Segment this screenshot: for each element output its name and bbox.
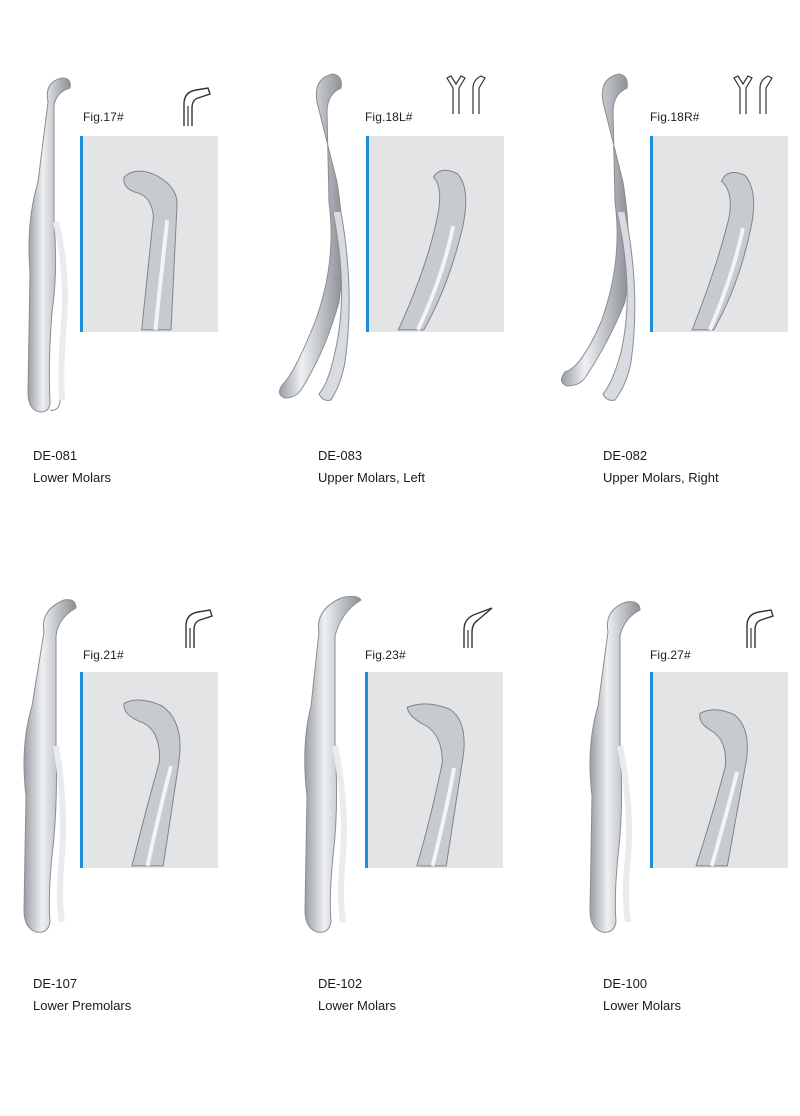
fig-label: Fig.17# [83, 110, 124, 124]
zoom-panel [80, 672, 218, 868]
product-name: Lower Molars [318, 998, 397, 1013]
product-name: Upper Molars, Right [603, 470, 719, 485]
fig-label: Fig.18L# [365, 110, 413, 124]
product-name: Lower Premolars [33, 998, 132, 1013]
product-code: DE-082 [603, 448, 648, 463]
product-code: DE-100 [603, 976, 648, 991]
product-card[interactable]: Fig.18R# DE-082 Upper Molars, Right [555, 72, 800, 592]
product-code: DE-107 [33, 976, 78, 991]
fig-label: Fig.27# [650, 648, 691, 662]
beak-single-hooked-icon [183, 87, 211, 126]
product-code: DE-083 [318, 448, 363, 463]
product-code: DE-102 [318, 976, 363, 991]
forceps-lower-image [304, 596, 362, 933]
beak-single-hooked-icon [746, 609, 774, 648]
beak-single-pointed-icon [463, 607, 493, 648]
zoom-panel [650, 136, 788, 332]
zoom-panel [80, 136, 218, 332]
product-card[interactable]: Fig.18L# DE-083 Upper Molars, Left [275, 72, 535, 592]
fig-label: Fig.18R# [650, 110, 700, 124]
forceps-lower-image [589, 601, 641, 933]
zoom-panel [366, 136, 504, 332]
beak-single-hooked-icon [185, 609, 213, 648]
product-card[interactable]: Fig.27# DE-100 Lower Molars [568, 596, 800, 1116]
beak-pair-right-icon [733, 75, 773, 114]
product-code: DE-081 [33, 448, 78, 463]
product-card[interactable]: Fig.17# DE-081 Lower Molars [10, 72, 270, 592]
product-name: Lower Molars [603, 998, 682, 1013]
product-card[interactable]: Fig.23# DE-102 Lower Molars [285, 596, 545, 1116]
beak-pair-left-icon [446, 75, 486, 114]
product-name: Lower Molars [33, 470, 112, 485]
product-card[interactable]: Fig.21# DE-107 Lower Premolars [10, 596, 270, 1116]
zoom-panel [365, 672, 503, 868]
forceps-lower-image [27, 77, 71, 413]
fig-label: Fig.23# [365, 648, 406, 662]
zoom-panel [650, 672, 788, 868]
forceps-lower-image [23, 599, 77, 933]
product-name: Upper Molars, Left [318, 470, 425, 485]
fig-label: Fig.21# [83, 648, 124, 662]
forceps-upper-right-image [561, 73, 636, 401]
forceps-upper-left-image [279, 73, 350, 401]
